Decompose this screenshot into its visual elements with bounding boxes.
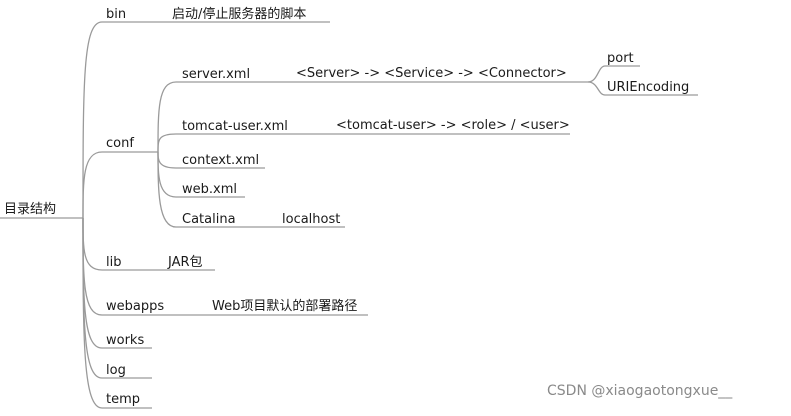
node-bin-note: 启动/停止服务器的脚本 — [172, 6, 306, 22]
node-tomcat-user-xml-note: <tomcat-user> -> <role> / <user> — [336, 118, 570, 133]
node-works-label: works — [106, 333, 144, 348]
node-tomcat-user-xml-label: tomcat-user.xml — [182, 119, 288, 134]
branch-works — [82, 217, 152, 349]
branch-log — [82, 217, 152, 379]
node-uriencoding-label: URIEncoding — [607, 80, 689, 95]
branch-conf — [82, 151, 158, 219]
node-webapps-note: Web项目默认的部署路径 — [212, 298, 357, 314]
node-catalina-label: Catalina — [182, 212, 236, 227]
node-conf-label: conf — [106, 136, 134, 151]
node-web-xml-label: web.xml — [182, 182, 237, 197]
node-lib-label: lib — [106, 255, 121, 270]
branch-bin — [82, 21, 330, 219]
tree-connectors — [0, 21, 698, 409]
branch-uriencoding — [587, 81, 698, 96]
node-port-label: port — [607, 51, 634, 66]
node-context-xml-label: context.xml — [182, 153, 259, 168]
branch-catalina — [157, 151, 345, 228]
node-localhost-label: localhost — [282, 212, 340, 227]
branch-temp — [82, 217, 152, 409]
node-log-label: log — [106, 363, 126, 378]
branch-tomcat-user-xml — [157, 133, 570, 153]
branch-port — [587, 65, 640, 83]
node-lib-note: JAR包 — [167, 255, 203, 270]
watermark: CSDN @xiaogaotongxue__ — [547, 383, 733, 399]
branch-server-xml — [157, 81, 588, 153]
node-temp-label: temp — [106, 392, 140, 407]
root-label: 目录结构 — [4, 202, 56, 217]
node-server-xml-label: server.xml — [182, 67, 250, 82]
node-webapps-label: webapps — [106, 299, 164, 314]
node-bin-label: bin — [106, 7, 126, 22]
node-server-xml-note: <Server> -> <Service> -> <Connector> — [296, 66, 567, 81]
